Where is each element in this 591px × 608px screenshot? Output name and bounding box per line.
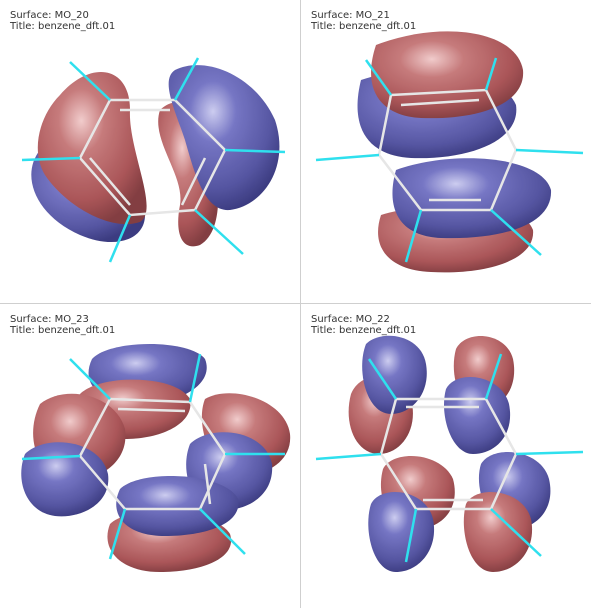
panel-mo-20: Surface: MO_20 Title: benzene_dft.01 xyxy=(0,0,300,303)
surface-label: Surface: MO_20 xyxy=(10,10,89,21)
hydrogen-bonds xyxy=(315,57,584,263)
panel-caption: Surface: MO_22 Title: benzene_dft.01 xyxy=(311,314,416,336)
panel-caption: Surface: MO_20 Title: benzene_dft.01 xyxy=(10,10,115,32)
title-label: Title: benzene_dft.01 xyxy=(311,21,417,32)
orbital-render-mo-21 xyxy=(315,31,584,273)
orbital-render-mo-23 xyxy=(21,344,291,572)
surface-label: Surface: MO_23 xyxy=(10,314,89,325)
lobe-blue xyxy=(362,335,427,414)
lobe-red xyxy=(37,72,147,225)
panel-caption: Surface: MO_23 Title: benzene_dft.01 xyxy=(10,314,115,336)
title-label: Title: benzene_dft.01 xyxy=(311,325,417,336)
hydrogen-bonds xyxy=(21,353,285,560)
surface-label: Surface: MO_21 xyxy=(311,10,390,21)
hydrogen-bonds xyxy=(21,57,286,263)
lobe-blue xyxy=(21,442,109,517)
panel-mo-21: Surface: MO_21 Title: benzene_dft.01 xyxy=(301,0,591,303)
title-label: Title: benzene_dft.01 xyxy=(10,21,116,32)
panel-mo-23: Surface: MO_23 Title: benzene_dft.01 xyxy=(0,304,300,608)
lobe-red xyxy=(371,31,524,119)
title-label: Title: benzene_dft.01 xyxy=(10,325,116,336)
orbital-render-mo-20 xyxy=(21,57,286,263)
panel-mo-22: Surface: MO_22 Title: benzene_dft.01 xyxy=(301,304,591,608)
lobe-blue xyxy=(392,158,552,239)
lobe-blue xyxy=(444,377,511,454)
panel-caption: Surface: MO_21 Title: benzene_dft.01 xyxy=(311,10,416,32)
vertical-divider xyxy=(300,0,301,608)
hydrogen-bonds xyxy=(315,353,584,563)
horizontal-divider xyxy=(0,303,591,304)
lobe-red xyxy=(463,492,533,572)
lobe-blue xyxy=(368,492,435,572)
surface-label: Surface: MO_22 xyxy=(311,314,390,325)
orbital-render-mo-22 xyxy=(315,335,584,572)
